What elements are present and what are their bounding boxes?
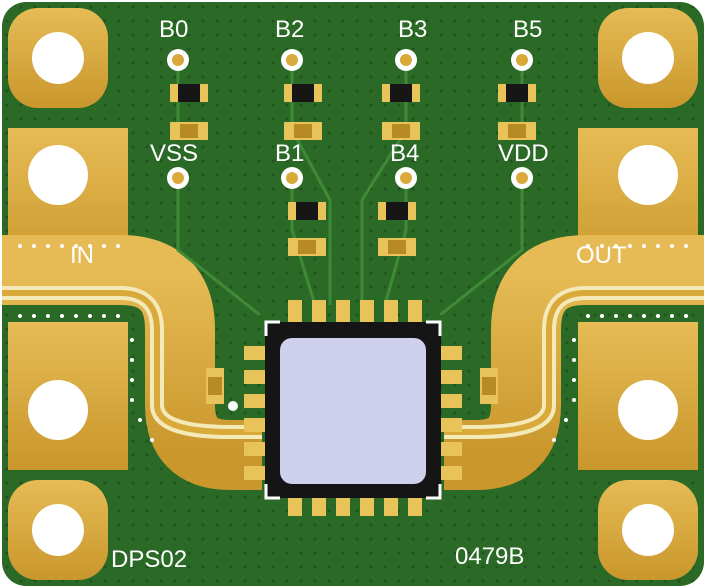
label-vss: VSS	[150, 140, 199, 167]
label-b4: B4	[390, 140, 420, 167]
label-out: OUT	[576, 242, 627, 269]
label-b0: B0	[159, 16, 189, 43]
label-b5: B5	[513, 16, 543, 43]
label-board-code: 0479B	[455, 543, 525, 570]
smd-components	[170, 84, 536, 411]
label-b3: B3	[398, 16, 428, 43]
label-b1: B1	[275, 140, 305, 167]
label-part-name: DPS02	[111, 546, 188, 573]
label-vdd: VDD	[498, 140, 549, 167]
rf-output-trace	[444, 235, 704, 490]
label-in: IN	[70, 242, 94, 269]
label-b2: B2	[275, 16, 305, 43]
mounting-holes	[8, 8, 698, 580]
rf-input-trace	[2, 235, 262, 490]
qfn-chip	[264, 320, 442, 500]
